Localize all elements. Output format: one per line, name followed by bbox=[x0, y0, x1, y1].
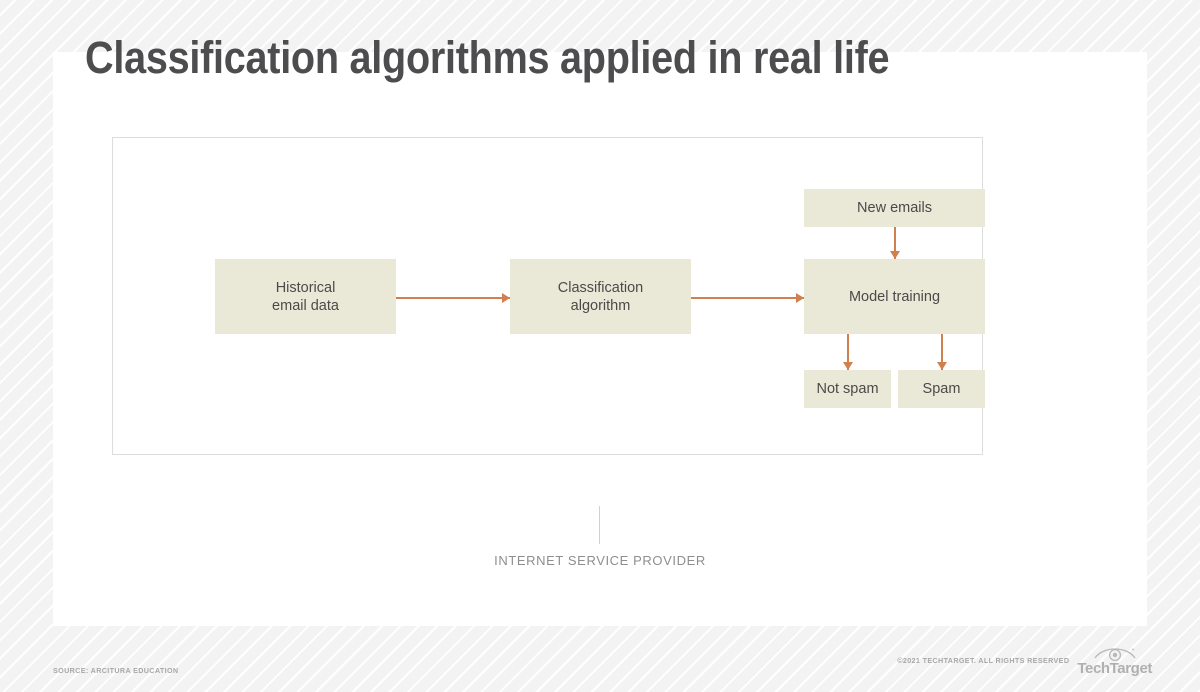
footer-copyright-text: ©2021 TECHTARGET. ALL RIGHTS RESERVED bbox=[897, 655, 1070, 665]
arrow-shaft bbox=[396, 297, 510, 299]
footer-right-group: ©2021 TECHTARGET. ALL RIGHTS RESERVED Te… bbox=[897, 645, 1152, 677]
arrowhead-icon bbox=[889, 251, 900, 259]
node-label: Not spam bbox=[816, 381, 879, 397]
arrowhead-icon bbox=[796, 292, 804, 303]
arrow-shaft bbox=[941, 334, 943, 370]
arrowhead-icon bbox=[842, 362, 853, 370]
node-label: Classification algorithm bbox=[557, 279, 644, 314]
eye-icon bbox=[1094, 648, 1136, 662]
isp-boundary-label: INTERNET SERVICE PROVIDER bbox=[494, 553, 706, 568]
page-title: Classification algorithms applied in rea… bbox=[85, 32, 890, 83]
node-spam: Spam bbox=[898, 370, 985, 408]
node-label: Spam bbox=[922, 381, 961, 397]
arrow-shaft bbox=[691, 297, 804, 299]
node-historical-email-data: Historical email data bbox=[215, 259, 396, 334]
node-classification-algorithm: Classification algorithm bbox=[510, 259, 691, 334]
techtarget-logo: TechTarget bbox=[1077, 645, 1152, 677]
node-label: Historical email data bbox=[272, 279, 339, 314]
node-new-emails: New emails bbox=[804, 189, 985, 227]
arrow-shaft bbox=[847, 334, 849, 370]
node-not-spam: Not spam bbox=[804, 370, 891, 408]
arrow-shaft bbox=[894, 227, 896, 259]
arrowhead-icon bbox=[936, 362, 947, 370]
footer-source-text: SOURCE: ARCITURA EDUCATION bbox=[53, 666, 179, 675]
node-label: Model training bbox=[848, 288, 941, 305]
node-label: New emails bbox=[857, 200, 932, 216]
isp-connector-line bbox=[599, 506, 600, 544]
diagram-frame: Historical email data Classification alg… bbox=[112, 137, 985, 455]
techtarget-wordmark: TechTarget bbox=[1077, 660, 1152, 677]
arrowhead-icon bbox=[502, 292, 510, 303]
node-model-training: Model training bbox=[804, 259, 985, 334]
